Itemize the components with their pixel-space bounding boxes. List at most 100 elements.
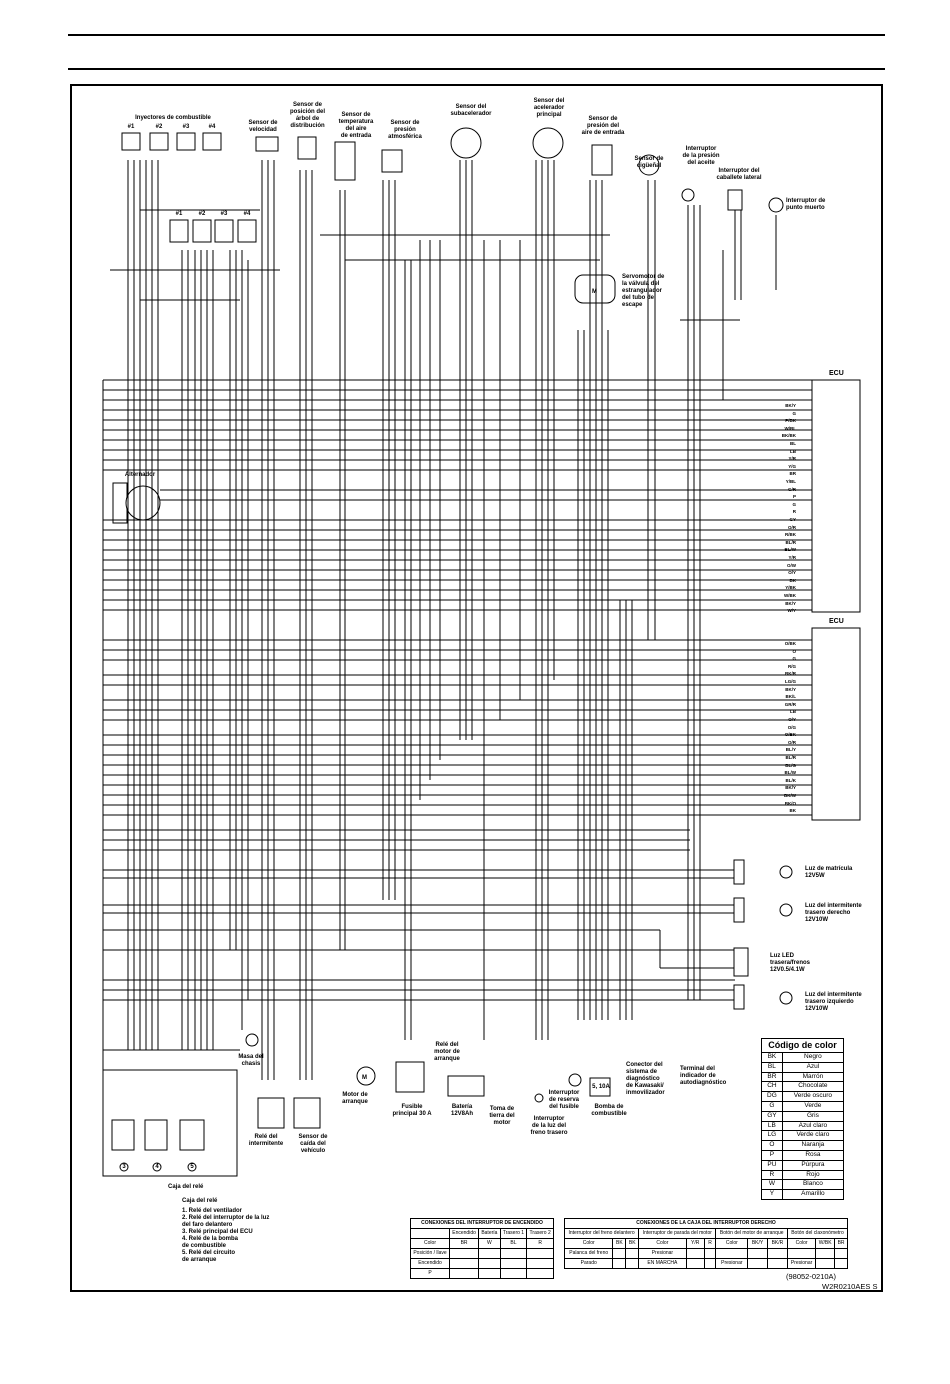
ignition-state-cell (526, 1258, 554, 1269)
ecu-bottom-pin-label: O/Y (788, 717, 796, 722)
switch-group-cell: Botón del claxonómetro (786, 1228, 849, 1239)
ecu-top-pin-label: Y/BL (785, 479, 796, 484)
ecu-top-pin-label: Y/R (788, 555, 796, 560)
color-name: Púrpura (781, 1159, 845, 1171)
ecu-top-pin-label: BL/W (784, 547, 797, 553)
switch-state-cell (766, 1258, 788, 1269)
ecu-top-pin-label: G (792, 410, 796, 416)
ecu-bottom-pin-label: LB (790, 709, 796, 715)
switch-state-cell (685, 1258, 705, 1269)
color-name: Negro (781, 1052, 845, 1063)
right-switch-table: CONEXIONES DE LA CAJA DEL INTERRUPTOR DE… (563, 1218, 849, 1269)
oil-switch-label: Interruptor de la presión del aceite (682, 146, 720, 166)
switch-group-cell: Botón del motor de arranque (715, 1228, 788, 1239)
ignition-state-cell (499, 1258, 528, 1269)
switch-state-cell: Parado (563, 1258, 614, 1269)
switch-state-cell: Presionar (715, 1258, 749, 1269)
ecu-bottom-pin-label: BK/L (785, 694, 797, 700)
ecu-bottom-pin-label: G (792, 656, 796, 662)
ecu-top-pin-label: LB (790, 448, 796, 454)
ecu-top-pin-label: BR (789, 471, 797, 477)
crank-sensor-label: Sensor de cigüeñal (634, 156, 664, 169)
chassis-ground-label: Masa del chasis (238, 1054, 264, 1067)
ecu-top-pin-label: BL/R (785, 539, 797, 545)
ecu-bottom-pin-label: BK (789, 808, 797, 814)
switch-state-cell (625, 1248, 640, 1259)
color-name: Verde (781, 1100, 845, 1112)
ecu-top-pin-label: P/BK (785, 418, 796, 424)
stand-switch-label: Interruptor del caballete lateral (716, 168, 762, 181)
ecu-top-pin-label: G (792, 501, 796, 507)
ecu-bottom-pin-label: GR/R (784, 701, 796, 707)
coil-1-label: #1 (175, 211, 183, 217)
switch-state-cell (786, 1248, 817, 1259)
switch-state-cell (747, 1248, 768, 1259)
ecu-top-pin-label: G/R (787, 486, 796, 492)
ignition-header-cell: Trasero 2 (526, 1228, 554, 1239)
color-name: Amarillo (781, 1189, 845, 1200)
switch-state-cell (625, 1258, 640, 1269)
color-abbrev: DG (761, 1091, 783, 1102)
ecu-top-pin-label: Y/G (788, 463, 796, 469)
switch-state-cell (715, 1248, 749, 1259)
ecu-bottom-pin-label: O/BK (784, 641, 796, 646)
ignition-header-cell: Batería (478, 1228, 501, 1239)
ecu-bottom-pin-label: BK/O (784, 800, 796, 806)
turn-relay-label: Relé del intermitente (248, 1134, 284, 1147)
alternator-label: Alternador (124, 472, 156, 478)
ecu-top-pin-label: W/BL (784, 425, 797, 431)
ignition-color-cell: Color (409, 1238, 451, 1249)
drawing-id: W2R0210AES S (822, 1282, 878, 1291)
fuse-small-label: 5, 10A (592, 1084, 610, 1090)
ecu-top-pin-label: BK (789, 577, 797, 583)
main-fuse-label: Fusible principal 30 A (392, 1104, 432, 1117)
ignition-header-cell: Encendido (449, 1228, 480, 1239)
ecu-bottom-pin-label: BK/Y (785, 686, 796, 692)
ecu-bottom-pin-label: BL/W (784, 770, 797, 776)
switch-color-cell: BK/Y (747, 1238, 768, 1249)
ecu-bottom-pin-label: BL/G (785, 762, 796, 768)
starter-motor-symbol: M (362, 1075, 367, 1081)
switch-state-cell: EN MARCHA (638, 1258, 687, 1269)
ignition-state-cell (478, 1258, 501, 1269)
switch-group-cell: Interruptor del freno delantero (563, 1228, 640, 1239)
ignition-switch-table: CONEXIONES DEL INTERRUPTOR DE ENCENDIDO … (409, 1218, 554, 1279)
color-name: Verde oscuro (781, 1091, 845, 1102)
ignition-color-cell: W (478, 1238, 501, 1249)
brake-switch-label: Interruptor de la luz del freno trasero (530, 1116, 568, 1136)
color-name: Azul (781, 1061, 845, 1073)
relay-box-title: Caja del relé (168, 1184, 204, 1190)
switch-state-cell (703, 1258, 717, 1269)
ecu-bottom-pin-label: LG/G (785, 679, 796, 684)
switch-color-cell: BK (625, 1238, 640, 1249)
color-code-title: Código de color (761, 1038, 844, 1053)
intake-temp-label: Sensor de temperatura del aire de entrad… (338, 112, 374, 139)
color-abbrev: W (761, 1179, 783, 1191)
ecu-bottom-pin-label: O/R (787, 739, 796, 745)
ecu-bottom-pin-label: BK/R (785, 671, 796, 677)
self-diag-terminal-label: Terminal del indicador de autodiagnóstic… (680, 1066, 727, 1086)
relay-box-subtitle: Caja del relé (182, 1198, 218, 1204)
color-name: Naranja (781, 1140, 845, 1151)
color-name: Azul claro (781, 1120, 845, 1132)
color-abbrev: Y (761, 1189, 783, 1200)
switch-color-cell: Color (715, 1238, 749, 1249)
intake-pressure-label: Sensor de presión del aire de entrada (581, 116, 625, 136)
switch-state-cell (747, 1258, 768, 1269)
main-throttle-label: Sensor del acelerador principal (533, 98, 565, 118)
ecu-top-pin-label: P (792, 494, 796, 500)
coil-3-label: #3 (220, 211, 228, 217)
switch-state-cell: Palanca del freno (563, 1248, 614, 1259)
ignition-state-cell (526, 1268, 554, 1279)
